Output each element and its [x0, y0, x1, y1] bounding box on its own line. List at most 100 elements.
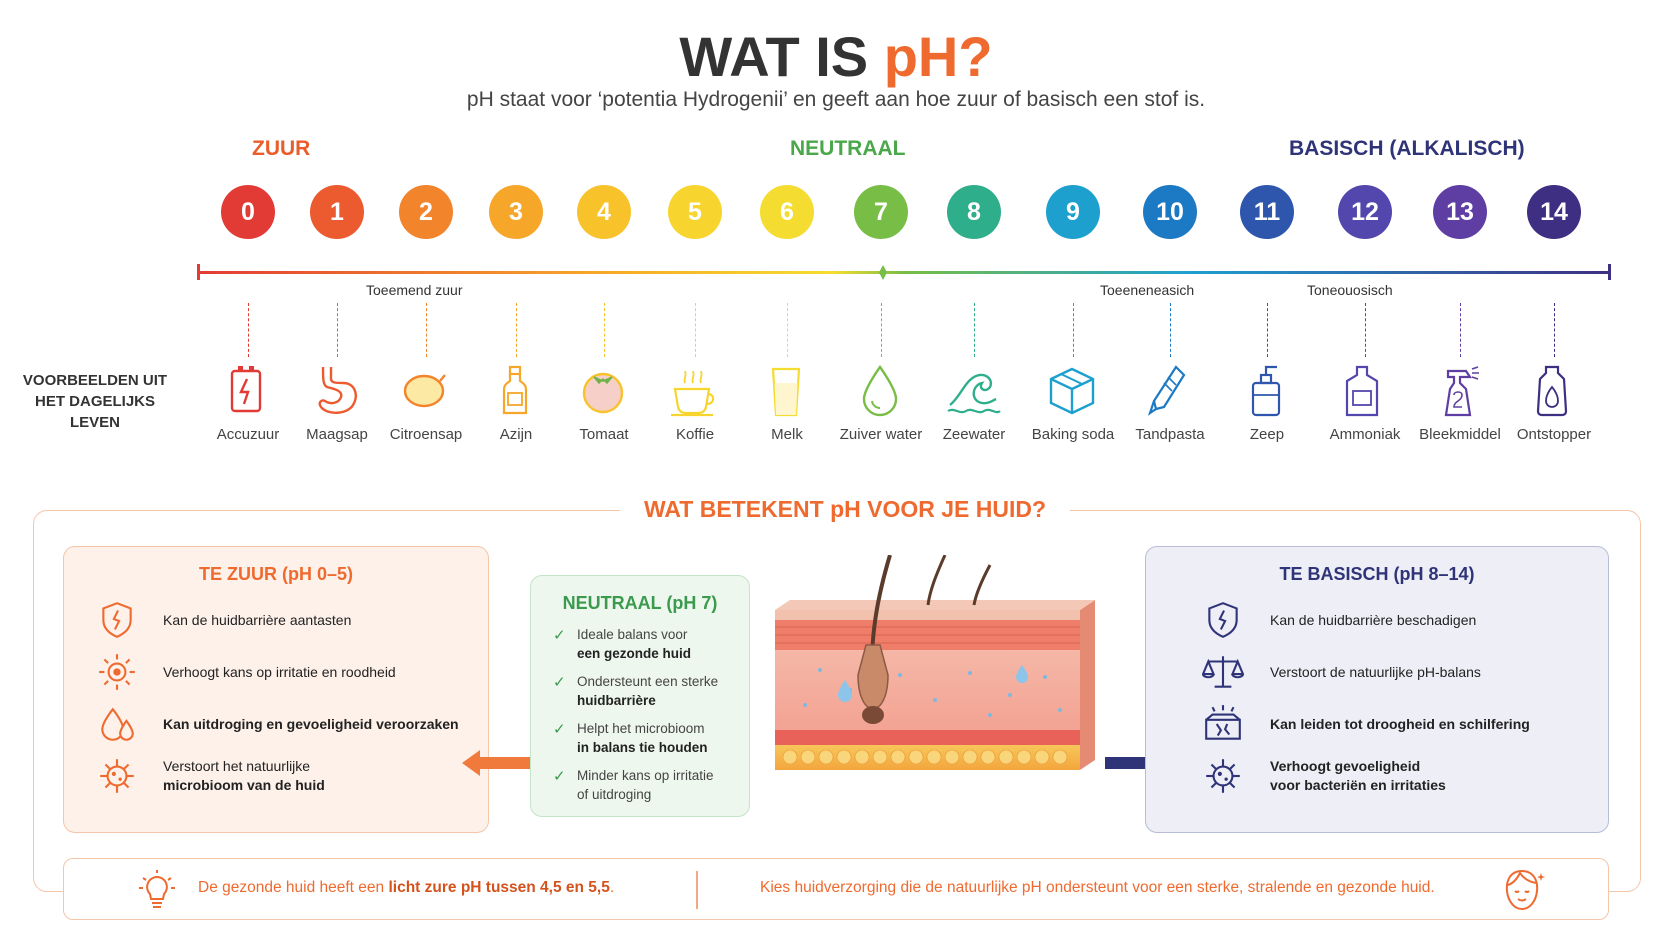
neutral-item-4-line1: Minder kans op irritatie [577, 768, 714, 783]
ph-tick-11 [1267, 303, 1268, 357]
title-accent: pH? [883, 25, 993, 88]
ph-scale: Toeemend zuur Toeeneneasich Toneouosisch… [0, 185, 1672, 465]
check-icon: ✓ [553, 674, 566, 691]
ph-tick-13 [1460, 303, 1461, 357]
arrow-left-icon [462, 750, 540, 776]
ph-tick-14 [1554, 303, 1555, 357]
panel-too-basic: TE BASISCH (pH 8–14) Kan de huidbarrière… [1145, 546, 1609, 833]
footer-left-text: De gezonde huid heeft een licht zure pH … [198, 879, 614, 897]
acid-item-4-line1: Verstoort het natuurlijke [163, 758, 311, 774]
neutral-item-1-line1: Ideale balans voor [577, 627, 688, 642]
neutral-item-2-line1: Ondersteunt een sterke [577, 674, 719, 689]
acid-item-2: Verhoogt kans op irritatie en roodheid [163, 664, 396, 680]
neutral-item-2-line2: huidbarrière [577, 692, 656, 708]
base-item-3: Kan leiden tot droogheid en schilfering [1270, 716, 1530, 732]
ph-tick-8 [974, 303, 975, 357]
ph-circle-0: 0 [221, 185, 275, 239]
neutral-item-4-line2: of uitdroging [577, 786, 652, 802]
ph-tick-2 [426, 303, 427, 357]
ph-circle-5: 5 [668, 185, 722, 239]
spray-bottle-icon [1444, 366, 1479, 417]
acid-item-4: Verstoort het natuurlijke microbioom van… [163, 757, 325, 795]
box-icon [1049, 367, 1095, 415]
ph-circle-4: 4 [577, 185, 631, 239]
cracked-shield-icon [102, 602, 132, 638]
example-label-9: Baking soda [1031, 426, 1115, 443]
ph-tick-9 [1073, 303, 1074, 357]
example-label-12: Ammoniak [1329, 426, 1401, 443]
soap-pump-icon [1251, 365, 1281, 417]
example-label-13: Bleekmiddel [1419, 426, 1501, 443]
ph-tick-4 [604, 303, 605, 357]
neutral-item-3-line2: in balans tie houden [577, 739, 708, 755]
skin-section-title: WAT BETEKENT pH VOOR JE HUID? [620, 496, 1070, 523]
ph-tick-10 [1170, 303, 1171, 357]
category-neutral: NEUTRAAL [790, 137, 906, 160]
neutral-item-2: ✓ Ondersteunt een sterke huidbarrière [553, 673, 743, 710]
drain-cleaner-icon [1536, 365, 1568, 417]
acid-item-4-line2: microbioom van de huid [163, 777, 325, 793]
footer-left-pre: De gezonde huid heeft een [198, 879, 389, 896]
ph-tick-6 [787, 303, 788, 357]
example-label-10: Tandpasta [1135, 426, 1205, 443]
base-item-4-line1: Verhoogt gevoeligheid [1270, 758, 1421, 774]
trend-acid: Toeemend zuur [366, 282, 463, 298]
example-label-14: Ontstopper [1516, 426, 1592, 443]
example-label-0: Accuzuur [216, 426, 280, 443]
microbe-icon [100, 759, 134, 793]
category-base: BASISCH (ALKALISCH) [1289, 137, 1525, 160]
ph-circle-6: 6 [760, 185, 814, 239]
neutral-item-1-line2: een gezonde huid [577, 645, 692, 661]
example-label-4: Tomaat [579, 426, 629, 443]
footer-left-post: . [609, 879, 615, 896]
ph-tick-0 [248, 303, 249, 357]
droplets-icon [101, 707, 134, 741]
example-label-3: Azijn [499, 426, 533, 443]
example-label-11: Zeep [1249, 426, 1285, 443]
panel-acid-title: TE ZUUR (pH 0–5) [198, 564, 353, 584]
ph-tick-5 [695, 303, 696, 357]
water-drop-icon [862, 364, 898, 417]
example-label-2: Citroensap [389, 426, 463, 443]
check-icon: ✓ [553, 768, 566, 785]
example-label-5: Koffie [675, 426, 715, 443]
check-icon: ✓ [553, 721, 566, 738]
example-label-8: Zeewater [942, 426, 1006, 443]
battery-icon [230, 366, 262, 413]
footer-right-text: Kies huidverzorging die de natuurlijke p… [760, 879, 1435, 896]
neutral-item-4: ✓ Minder kans op irritatie of uitdroging [553, 767, 743, 804]
category-acid: ZUUR [252, 137, 311, 160]
base-item-4: Verhoogt gevoeligheid voor bacteriën en … [1270, 757, 1446, 795]
lightbulb-icon [139, 870, 175, 908]
panel-base-title: TE BASISCH (pH 8–14) [1279, 564, 1475, 584]
dry-skin-icon [1205, 705, 1241, 740]
base-item-4-line2: voor bacteriën en irritaties [1270, 777, 1446, 793]
ph-circle-12: 12 [1338, 185, 1392, 239]
footer-divider [696, 871, 698, 909]
ph-circle-11: 11 [1240, 185, 1294, 239]
base-item-2: Verstoort de natuurlijke pH-balans [1270, 664, 1481, 680]
ph-circle-1: 1 [310, 185, 364, 239]
ph-tick-1 [337, 303, 338, 357]
arrow-right-icon [1105, 750, 1183, 776]
base-item-1: Kan de huidbarrière beschadigen [1270, 612, 1477, 628]
ph-circle-8: 8 [947, 185, 1001, 239]
example-label-7: Zuiver water [839, 426, 923, 443]
page-subtitle: pH staat voor ‘potentia Hydrogenii’ en g… [466, 88, 1206, 111]
wave-icon [947, 373, 1001, 414]
jug-icon [1345, 365, 1379, 417]
example-label-1: Maagsap [306, 426, 368, 443]
tomato-icon [582, 372, 624, 414]
trend-base-2: Toneouosisch [1307, 282, 1393, 298]
coffee-icon [671, 370, 715, 417]
ph-tick-7 [881, 303, 882, 357]
examples-label: VOORBEELDEN UIT HET DAGELIJKS LEVEN [22, 372, 168, 431]
ph-circle-7: 7 [854, 185, 908, 239]
ph-circle-3: 3 [489, 185, 543, 239]
scale-balance-icon [1202, 656, 1244, 688]
irritation-icon [99, 654, 135, 690]
example-label-6: Melk [771, 426, 803, 443]
face-care-icon [1505, 869, 1545, 911]
title-main: WAT IS [679, 25, 884, 88]
